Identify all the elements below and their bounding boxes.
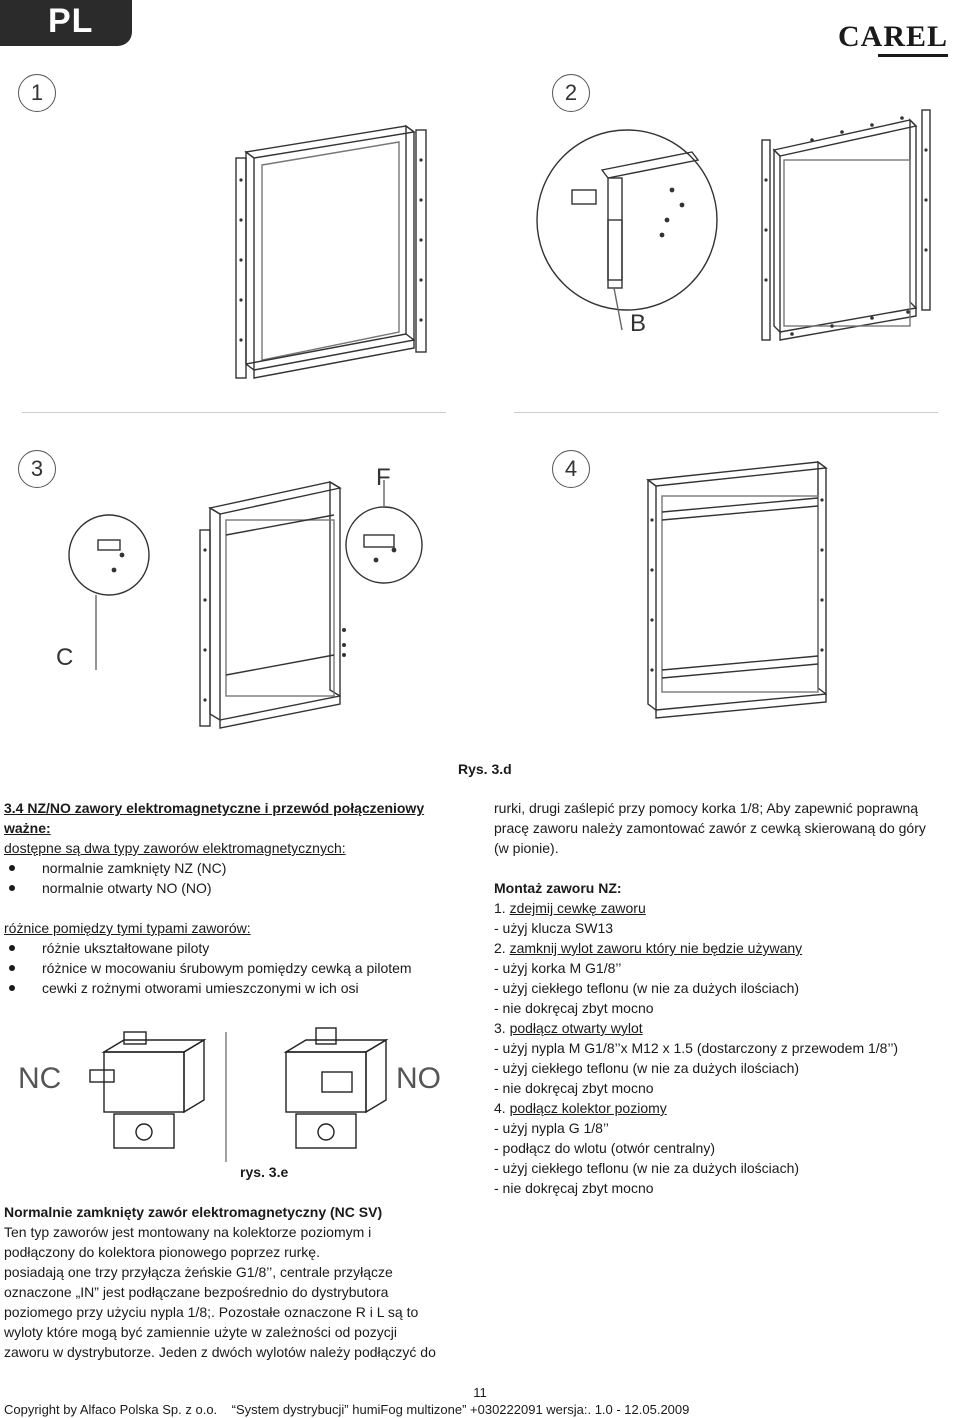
step-item: - nie dokręcaj zbyt mocno bbox=[494, 1080, 654, 1096]
text-line: wyloty które mogą być zamiennie użyte w … bbox=[4, 1324, 397, 1340]
step-item: - użyj ciekłego teflonu (w nie za dużych… bbox=[494, 1160, 800, 1176]
figure-step-4: 4 bbox=[512, 440, 952, 740]
nc-section: Normalnie zamknięty zawór elektromagnety… bbox=[4, 1202, 474, 1362]
step-item: - użyj nypla M G1/8’’x M12 x 1.5 (dostar… bbox=[494, 1040, 899, 1056]
text-line: podłączony do kolektora pionowego poprze… bbox=[4, 1244, 320, 1260]
step-4-title: 4. podłącz kolektor poziomy bbox=[494, 1100, 667, 1116]
valve-figure: NC NO bbox=[4, 1022, 474, 1182]
figure-caption-e: rys. 3.e bbox=[240, 1164, 289, 1180]
list-item: cewki z rożnymi otworami umieszczonymi w… bbox=[4, 978, 474, 998]
figure-step-2: 2 B bbox=[512, 70, 952, 410]
valve-label-nc: NC bbox=[18, 1062, 62, 1095]
text-line: zaworu w dystrybutorze. Jeden z dwóch wy… bbox=[4, 1344, 436, 1360]
step-3-title: 3. podłącz otwarty wylot bbox=[494, 1020, 643, 1036]
right-column: rurki, drugi zaślepić przy pomocy korka … bbox=[494, 798, 956, 1198]
mount-heading: Montaż zaworu NZ: bbox=[494, 880, 622, 896]
callout-c: C bbox=[56, 644, 74, 671]
brand-underline bbox=[878, 54, 948, 57]
step-3-circle: 3 bbox=[18, 450, 56, 488]
footer-text: Copyright by Alfaco Polska Sp. z o.o. “S… bbox=[4, 1402, 690, 1417]
step-2-title: 2. zamknij wylot zaworu który nie będzie… bbox=[494, 940, 803, 956]
nc-heading: Normalnie zamknięty zawór elektromagnety… bbox=[4, 1204, 383, 1220]
callout-b: B bbox=[630, 310, 647, 337]
callout-f: F bbox=[376, 464, 391, 491]
language-tab bbox=[0, 0, 132, 46]
step-item: - użyj ciekłego teflonu (w nie za dużych… bbox=[494, 980, 800, 996]
text-line: rurki, drugi zaślepić przy pomocy korka … bbox=[494, 800, 919, 816]
left-column: 3.4 NZ/NO zawory elektromagnetyczne i pr… bbox=[4, 798, 474, 998]
frame-illustration-1 bbox=[235, 124, 427, 379]
step-item: - użyj korka M G1/8’’ bbox=[494, 960, 622, 976]
valve-label-no: NO bbox=[396, 1062, 441, 1095]
text-line: Ten typ zaworów jest montowany na kolekt… bbox=[4, 1224, 372, 1240]
brand-logo: CAREL bbox=[837, 20, 948, 53]
step-item: - użyj nypla G 1/8’’ bbox=[494, 1120, 609, 1136]
list-item: normalnie otwarty NO (NO) bbox=[4, 878, 474, 898]
step-item: - użyj ciekłego teflonu (w nie za dużych… bbox=[494, 1060, 800, 1076]
diff-intro: różnice pomiędzy tymi typami zaworów: bbox=[4, 920, 251, 936]
text-line: oznaczone „IN” jest podłączane bezpośred… bbox=[4, 1284, 389, 1300]
text-line: (w pionie). bbox=[494, 840, 559, 856]
frame-illustration-3 bbox=[68, 480, 423, 729]
step-item: - podłącz do wlotu (otwór centralny) bbox=[494, 1140, 715, 1156]
figure-divider-1 bbox=[22, 412, 446, 413]
text-line: pracę zaworu należy zamontować zawór z c… bbox=[494, 820, 926, 836]
text-line: posiadają one trzy przyłącza żeńskie G1/… bbox=[4, 1264, 393, 1280]
figure-step-3: 3 C F bbox=[14, 440, 454, 750]
frame-illustration-4 bbox=[646, 460, 828, 719]
list-item: różnice w mocowaniu śrubowym pomiędzy ce… bbox=[4, 958, 474, 978]
step-1-title: 1. zdejmij cewkę zaworu bbox=[494, 900, 646, 916]
list-item: normalnie zamknięty NZ (NC) bbox=[4, 858, 474, 878]
section-title: 3.4 NZ/NO zawory elektromagnetyczne i pr… bbox=[4, 800, 425, 816]
list-item: różnie ukształtowane piloty bbox=[4, 938, 474, 958]
types-list: normalnie zamknięty NZ (NC) normalnie ot… bbox=[4, 858, 474, 898]
figure-caption-d: Rys. 3.d bbox=[458, 761, 512, 777]
diffs-list: różnie ukształtowane piloty różnice w mo… bbox=[4, 938, 474, 998]
page-number: 11 bbox=[473, 1385, 487, 1400]
step-item: - nie dokręcaj zbyt mocno bbox=[494, 1000, 654, 1016]
valve-illustrations bbox=[89, 1027, 389, 1162]
step-1-circle: 1 bbox=[18, 74, 56, 112]
important-label: ważne: bbox=[4, 820, 51, 836]
text-line: poziomego przy użyciu nypla 1/8;. Pozost… bbox=[4, 1304, 419, 1320]
figure-step-1: 1 bbox=[14, 70, 454, 410]
figure-divider-2 bbox=[514, 412, 938, 413]
frame-illustration-2 bbox=[536, 109, 931, 341]
language-label: PL bbox=[48, 2, 94, 40]
step-item: - nie dokręcaj zbyt mocno bbox=[494, 1180, 654, 1196]
step-item: - użyj klucza SW13 bbox=[494, 920, 614, 936]
step-4-circle: 4 bbox=[552, 450, 590, 488]
step-2-circle: 2 bbox=[552, 74, 590, 112]
types-intro: dostępne są dwa typy zaworów elektromagn… bbox=[4, 840, 346, 856]
